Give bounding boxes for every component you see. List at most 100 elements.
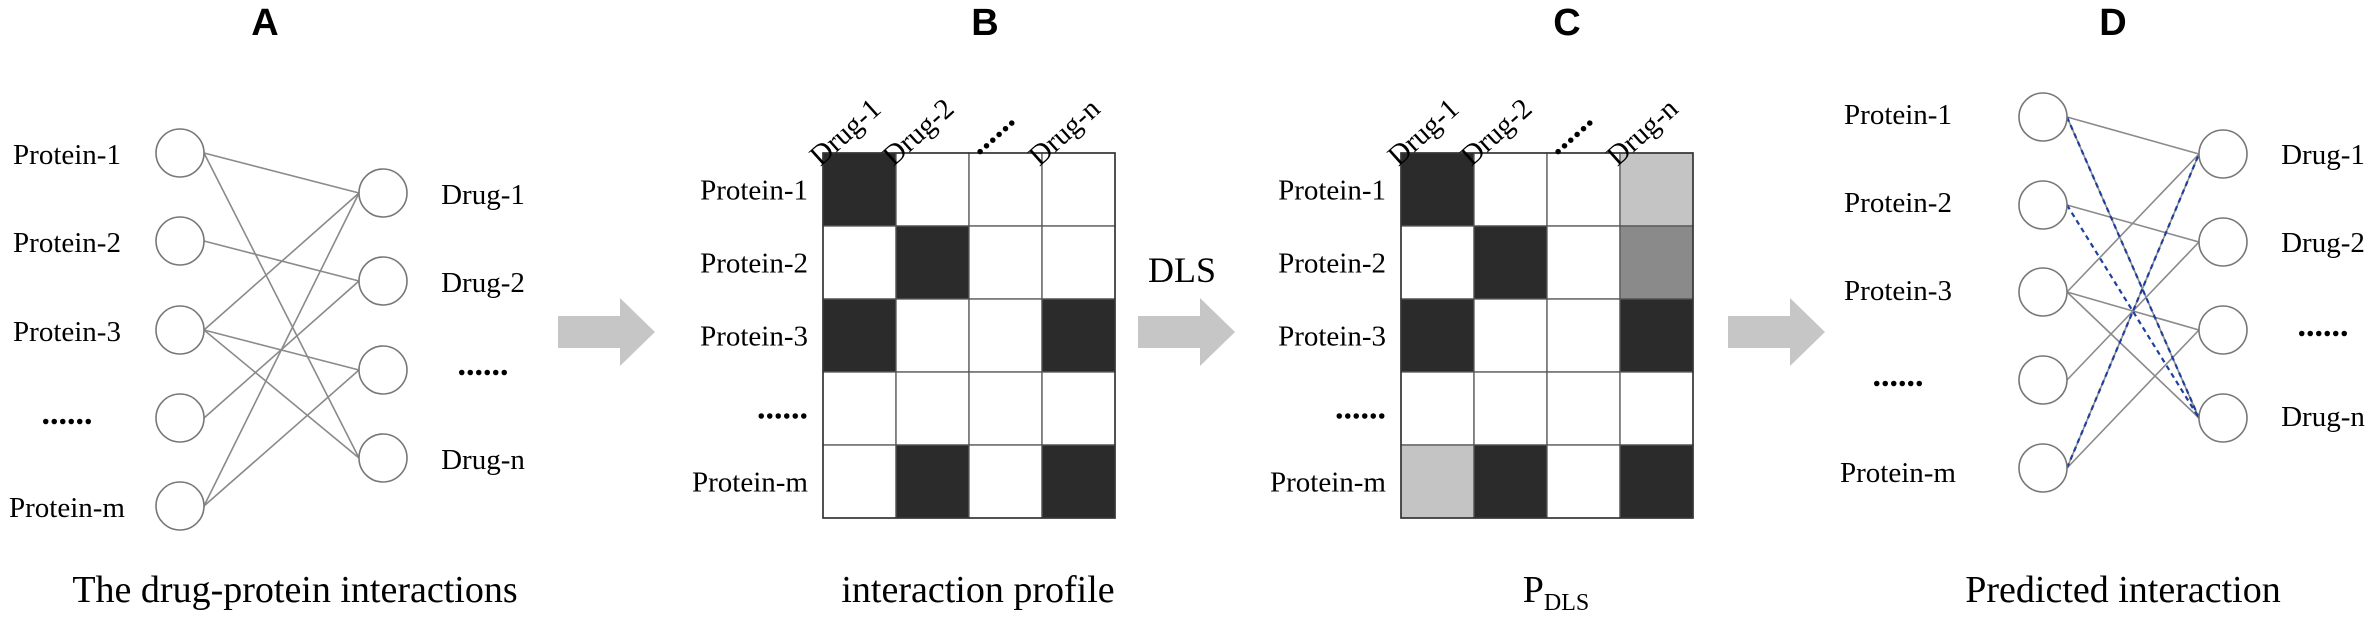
panelA-edge [203,329,360,459]
panel-d-letter: D [2099,2,2126,44]
panel-d: D Protein-1Protein-2Protein-3......Prote… [1840,2,2365,611]
panel-a-edges [203,152,360,507]
drug-label: Drug-n [2281,401,2365,433]
matrix-cell [895,298,970,373]
drug-ellipsis: ...... [458,346,509,383]
panelA-edge [203,152,360,194]
row-label: Protein-m [1270,467,1386,499]
matrix-cell [1400,444,1475,519]
panelA-edge [203,369,360,507]
matrix-cell [968,298,1043,373]
matrix-cell [968,225,1043,300]
row-label: Protein-m [692,467,808,499]
matrix-cell [1546,298,1621,373]
panel-d-edges [2066,116,2200,469]
predicted-edge [2066,204,2200,419]
matrix-cell [968,152,1043,227]
drug-label: Drug-n [441,444,525,476]
panel-d-caption: Predicted interaction [1965,569,2281,611]
matrix-border [1400,152,1694,519]
matrix-cell [1619,225,1694,300]
panelD-edge [2066,329,2200,469]
protein-node [155,481,205,531]
protein-ellipsis: ...... [42,395,93,432]
matrix-cell [1473,298,1548,373]
predicted-edge [2065,116,2201,419]
protein-node [155,393,205,443]
matrix-cell [1400,298,1475,373]
panelA-edge [203,192,360,507]
drug-node [358,433,408,483]
row-label: Protein-1 [1278,175,1386,207]
panel-d-predicted-edges [2065,116,2201,469]
drug-node [2198,129,2248,179]
row-label: Protein-2 [700,248,808,280]
row-label: Protein-3 [1278,321,1386,353]
matrix-cell [968,371,1043,446]
protein-node [2018,355,2068,405]
matrix-cell [895,371,970,446]
matrix-cell [1400,371,1475,446]
matrix-cell [822,225,897,300]
protein-label: Protein-m [1840,457,1956,489]
matrix-cell [1473,371,1548,446]
matrix-cell [822,371,897,446]
matrix-cell [1546,225,1621,300]
drug-label: Drug-2 [2281,227,2365,259]
drug-node [2198,217,2248,267]
matrix-cell [895,225,970,300]
protein-node [155,216,205,266]
protein-node [2018,267,2068,317]
matrix-cell [1400,225,1475,300]
drug-label: Drug-2 [441,267,525,299]
panel-b-caption: interaction profile [841,569,1114,611]
panelD-edge [2066,153,2200,293]
panelD-edge [2066,291,2200,419]
matrix-cell [1546,444,1621,519]
predicted-edge [2065,153,2201,469]
drug-node [2198,305,2248,355]
protein-label: Protein-3 [13,316,121,348]
matrix-cell [1619,444,1694,519]
panel-c-caption-main: P [1523,569,1544,611]
drug-node [358,256,408,306]
panel-a-letter: A [251,2,278,44]
protein-ellipsis: ...... [1873,357,1924,394]
dls-label: DLS [1148,250,1216,290]
panel-b-letter: B [971,2,998,44]
matrix-cell [1041,225,1116,300]
protein-label: Protein-2 [13,227,121,259]
protein-label: Protein-1 [13,139,121,171]
panelD-edge [2066,116,2200,155]
matrix-cell [1041,371,1116,446]
protein-label: Protein-m [9,492,125,524]
protein-label: Protein-2 [1844,187,1952,219]
matrix-cell [1041,444,1116,519]
panel-c-letter: C [1553,2,1580,44]
matrix-cell [1041,298,1116,373]
matrix-cell [1473,444,1548,519]
panel-c-caption-sub: DLS [1544,590,1589,616]
drug-ellipsis: ...... [2298,307,2349,344]
drug-label: Drug-1 [2281,139,2365,171]
row-ellipsis: ...... [757,390,808,427]
row-label: Protein-3 [700,321,808,353]
matrix-cell [1619,298,1694,373]
drug-node [358,345,408,395]
panel-a-caption: The drug-protein interactions [72,569,517,611]
protein-label: Protein-3 [1844,275,1952,307]
matrix-cell [822,444,897,519]
matrix-border [822,152,1116,519]
drug-label: Drug-1 [441,179,525,211]
drug-node [2198,393,2248,443]
row-label: Protein-2 [1278,248,1386,280]
protein-label: Protein-1 [1844,99,1952,131]
panelA-edge [203,192,360,331]
arrow-c-to-d [1728,298,1825,366]
protein-node [2018,443,2068,493]
row-ellipsis: ...... [1335,390,1386,427]
